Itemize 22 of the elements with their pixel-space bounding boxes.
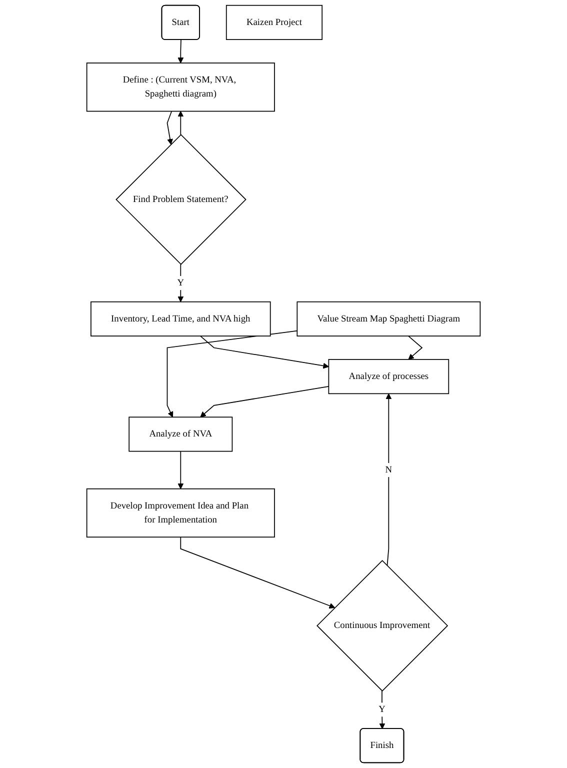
arrow: [408, 336, 423, 360]
arrow: [386, 393, 392, 566]
node-diamond: Continuous Improvement: [316, 560, 448, 692]
edge-label: N: [385, 465, 392, 476]
arrow: [166, 330, 298, 418]
node-box: Develop Improvement Idea and Plan for Implementation: [86, 488, 275, 538]
arrow: [200, 336, 329, 369]
arrow: [166, 110, 173, 145]
arrow: [180, 536, 336, 609]
node-box: Kaizen Project: [226, 4, 323, 40]
edge-label: Y: [177, 278, 184, 288]
arrow: [178, 39, 184, 64]
arrow: [178, 111, 184, 136]
arrow: [200, 386, 330, 418]
arrow: [178, 450, 184, 490]
node-box: Analyze of NVA: [128, 416, 233, 452]
edge-label: Y: [378, 704, 386, 715]
node-box: Analyze of processes: [328, 359, 450, 394]
node-box: Value Stream Map Spaghetti Diagram: [296, 301, 481, 336]
node-box: Define : (Current VSM, NVA, Spaghetti diagram): [86, 62, 275, 112]
node-diamond: Find Problem Statement?: [116, 134, 246, 265]
node-box: Inventory, Lead Time, and NVA high: [90, 301, 271, 336]
